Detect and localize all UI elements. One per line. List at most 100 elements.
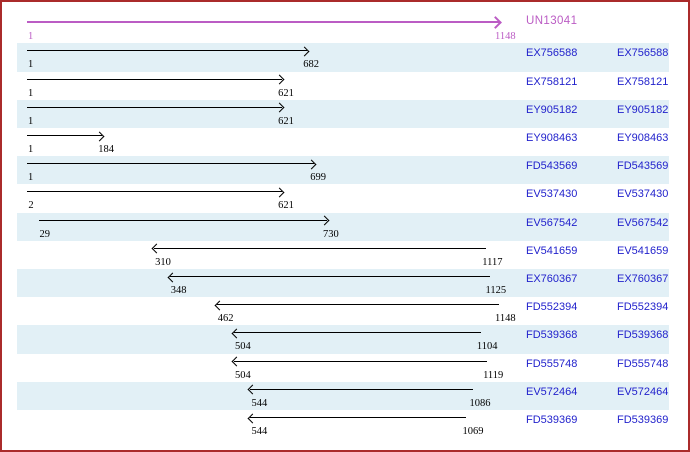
start-coordinate: 504: [234, 341, 251, 353]
alignment-arrow-reverse: [247, 384, 474, 395]
accession-label[interactable]: EV537430: [526, 188, 578, 201]
start-coordinate: 1: [28, 144, 34, 155]
accession-label[interactable]: FD543569: [526, 160, 578, 173]
alignment-row: 1 699 FD543569 FD543569: [17, 156, 669, 185]
end-coordinate: 682: [303, 59, 319, 71]
accession-label-duplicate[interactable]: FD539368: [617, 329, 669, 342]
accession-label[interactable]: FD552394: [526, 301, 578, 314]
alignment-row: 2 621 EV537430 EV537430: [17, 184, 669, 212]
arrowhead-right-icon: [306, 159, 317, 170]
arrowhead-left-icon: [231, 328, 242, 339]
accession-label-duplicate[interactable]: FD539369: [617, 414, 669, 426]
end-coordinate: 1148: [495, 313, 516, 325]
accession-label[interactable]: EY908463: [526, 132, 578, 144]
arrowhead-right-icon: [94, 131, 105, 141]
arrowhead-left-icon: [247, 413, 258, 423]
end-coordinate: 621: [278, 200, 294, 212]
alignment-arrow-forward: [27, 74, 285, 85]
alignment-arrow-forward: [38, 215, 330, 226]
alignment-arrow-forward: [27, 159, 317, 170]
alignment-row: 544 1086 EV572464 EV572464: [17, 381, 669, 410]
accession-label[interactable]: EX760367: [526, 273, 578, 285]
start-coordinate: 348: [170, 285, 187, 296]
start-coordinate: 310: [155, 256, 171, 268]
start-coordinate: 504: [234, 369, 251, 381]
accession-label[interactable]: EV541659: [526, 244, 578, 257]
alignment-arrow-forward: [27, 46, 310, 57]
alignment-row: 348 1125 EX760367 EX760367: [17, 269, 669, 298]
alignment-arrow-forward: [27, 102, 285, 113]
arrowhead-right-icon: [274, 187, 285, 198]
start-coordinate: 1: [28, 115, 34, 127]
accession-label[interactable]: EY905182: [526, 103, 578, 116]
accession-label-duplicate[interactable]: EX758121: [617, 75, 669, 88]
end-coordinate: 184: [98, 144, 115, 155]
alignment-row: 29 730 EV567542 EV567542: [17, 212, 669, 241]
end-coordinate: 1104: [476, 341, 498, 353]
alignment-row: 1 621 EY905182 EY905182: [17, 99, 669, 128]
accession-label[interactable]: FD539369: [526, 414, 578, 426]
alignment-row: 504 1104 FD539368 FD539368: [17, 325, 669, 354]
accession-label[interactable]: EX758121: [526, 75, 578, 88]
end-coordinate: 621: [278, 87, 294, 99]
reference-header: UN13041 1 1148: [2, 2, 688, 43]
accession-label-duplicate[interactable]: EV541659: [617, 244, 669, 257]
accession-label-duplicate[interactable]: FD555748: [617, 357, 669, 370]
end-coordinate: 1125: [485, 285, 507, 296]
accession-label-duplicate[interactable]: EV537430: [617, 188, 669, 201]
accession-label[interactable]: EX756588: [526, 47, 578, 60]
accession-label[interactable]: FD555748: [526, 357, 578, 370]
start-coordinate: 2: [28, 200, 34, 212]
end-coordinate: 699: [310, 172, 326, 184]
accession-label-duplicate[interactable]: EX756588: [617, 47, 669, 60]
alignment-arrow-reverse: [247, 413, 467, 423]
end-coordinate: 1086: [469, 397, 491, 409]
end-coordinate: 730: [322, 228, 339, 240]
arrowhead-left-icon: [167, 272, 178, 282]
accession-label-duplicate[interactable]: EV572464: [617, 385, 669, 398]
accession-label[interactable]: EV567542: [526, 216, 578, 229]
alignment-arrow-reverse: [231, 356, 488, 367]
alignment-arrow-forward: [27, 131, 105, 141]
start-coordinate: 544: [251, 397, 268, 409]
accession-label-duplicate[interactable]: EY908463: [617, 132, 669, 144]
alignment-arrow-forward: [27, 187, 285, 198]
accession-label-duplicate[interactable]: FD543569: [617, 160, 669, 173]
arrowhead-right-icon: [489, 16, 502, 29]
start-coordinate: 462: [217, 313, 234, 325]
accession-label-duplicate[interactable]: EY905182: [617, 103, 669, 116]
alignment-arrow-reverse: [167, 272, 490, 282]
arrowhead-right-icon: [274, 74, 285, 85]
accession-label[interactable]: EV572464: [526, 385, 578, 398]
accession-label-duplicate[interactable]: EX760367: [617, 273, 669, 285]
alignment-arrow-reverse: [214, 300, 499, 311]
arrowhead-left-icon: [247, 384, 258, 395]
alignment-arrow-reverse: [231, 328, 481, 339]
reference-label[interactable]: UN13041: [526, 15, 578, 27]
start-coordinate: 29: [39, 228, 51, 240]
accession-label-duplicate[interactable]: EV567542: [617, 216, 669, 229]
alignment-row: 1 184 EY908463 EY908463: [17, 128, 669, 156]
start-coordinate: 544: [251, 426, 268, 437]
alignment-row: 1 621 EX758121 EX758121: [17, 72, 669, 100]
start-coordinate: 1: [28, 87, 34, 99]
reference-end-coordinate: 1148: [495, 31, 516, 42]
alignment-arrow-reverse: [151, 243, 487, 254]
alignment-row: 504 1119 FD555748 FD555748: [17, 354, 669, 382]
end-coordinate: 1117: [482, 256, 503, 268]
alignment-row: 310 1117 EV541659 EV541659: [17, 241, 669, 269]
end-coordinate: 1119: [483, 369, 504, 381]
start-coordinate: 1: [28, 172, 34, 184]
reference-arrow: [27, 16, 502, 29]
alignment-row: 462 1148 FD552394 FD552394: [17, 297, 669, 325]
arrowhead-left-icon: [214, 300, 225, 311]
accession-label-duplicate[interactable]: FD552394: [617, 301, 669, 314]
accession-label[interactable]: FD539368: [526, 329, 578, 342]
alignment-row: 1 682 EX756588 EX756588: [17, 43, 669, 72]
arrowhead-right-icon: [274, 102, 285, 113]
arrowhead-right-icon: [299, 46, 310, 57]
start-coordinate: 1: [28, 59, 34, 71]
arrowhead-left-icon: [151, 243, 162, 254]
end-coordinate: 621: [278, 115, 294, 127]
